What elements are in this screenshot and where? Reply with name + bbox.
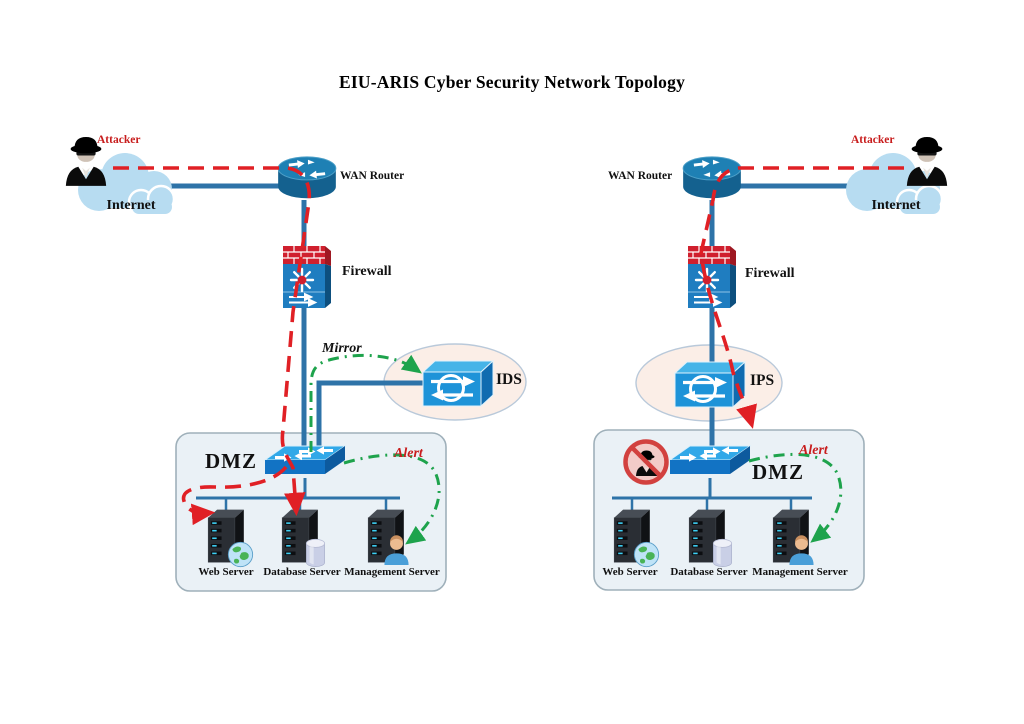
web-server-label-left: Web Server (198, 566, 254, 578)
wan-router-icon (278, 157, 336, 198)
ids-icon (421, 359, 495, 408)
firewall-label-right: Firewall (745, 266, 795, 281)
firewall-icon (281, 244, 333, 310)
left-monitor-paths (309, 353, 441, 545)
ips-icon (673, 360, 747, 409)
dmz-label-left: DMZ (205, 449, 257, 473)
management-server-label-right: Management Server (752, 566, 848, 578)
alert-label-left: Alert (394, 446, 423, 461)
database-cylinder-icon (305, 538, 326, 568)
link-switch-ids (316, 380, 424, 452)
internet-label-left: Internet (106, 198, 156, 213)
internet-label-right: Internet (871, 198, 921, 213)
ips-label: IPS (750, 372, 775, 389)
management-server-label-left: Management Server (344, 566, 440, 578)
attack-path-main (113, 166, 312, 517)
alert-path-right (748, 452, 843, 543)
alert-label-right: Alert (799, 443, 828, 458)
wan-router-label-right: WAN Router (608, 170, 673, 182)
attacker-label-left: Attacker (97, 134, 141, 146)
web-globe-icon (227, 541, 254, 568)
mirror-path (309, 353, 422, 452)
right-topology (593, 136, 948, 591)
attack-path-blocked (699, 166, 904, 429)
database-server-label-right: Database Server (670, 566, 748, 578)
attacker-label-right: Attacker (851, 134, 895, 146)
alert-path-left (343, 453, 441, 545)
web-globe-icon (633, 541, 660, 568)
dmz-label-right: DMZ (752, 460, 804, 484)
left-topology (65, 136, 527, 592)
left-attack-paths (113, 166, 312, 526)
firewall-label-left: Firewall (342, 264, 392, 279)
blocked-attacker-icon (623, 439, 669, 485)
wan-router-label-left: WAN Router (340, 170, 405, 182)
database-server-label-left: Database Server (263, 566, 341, 578)
diagram-title: EIU-ARIS Cyber Security Network Topology (338, 72, 686, 92)
mirror-label: Mirror (322, 341, 362, 356)
ids-label: IDS (496, 371, 522, 388)
wan-router-icon (683, 157, 741, 198)
web-server-label-right: Web Server (602, 566, 658, 578)
database-cylinder-icon (712, 538, 733, 568)
attack-path-web-branch (181, 465, 288, 526)
